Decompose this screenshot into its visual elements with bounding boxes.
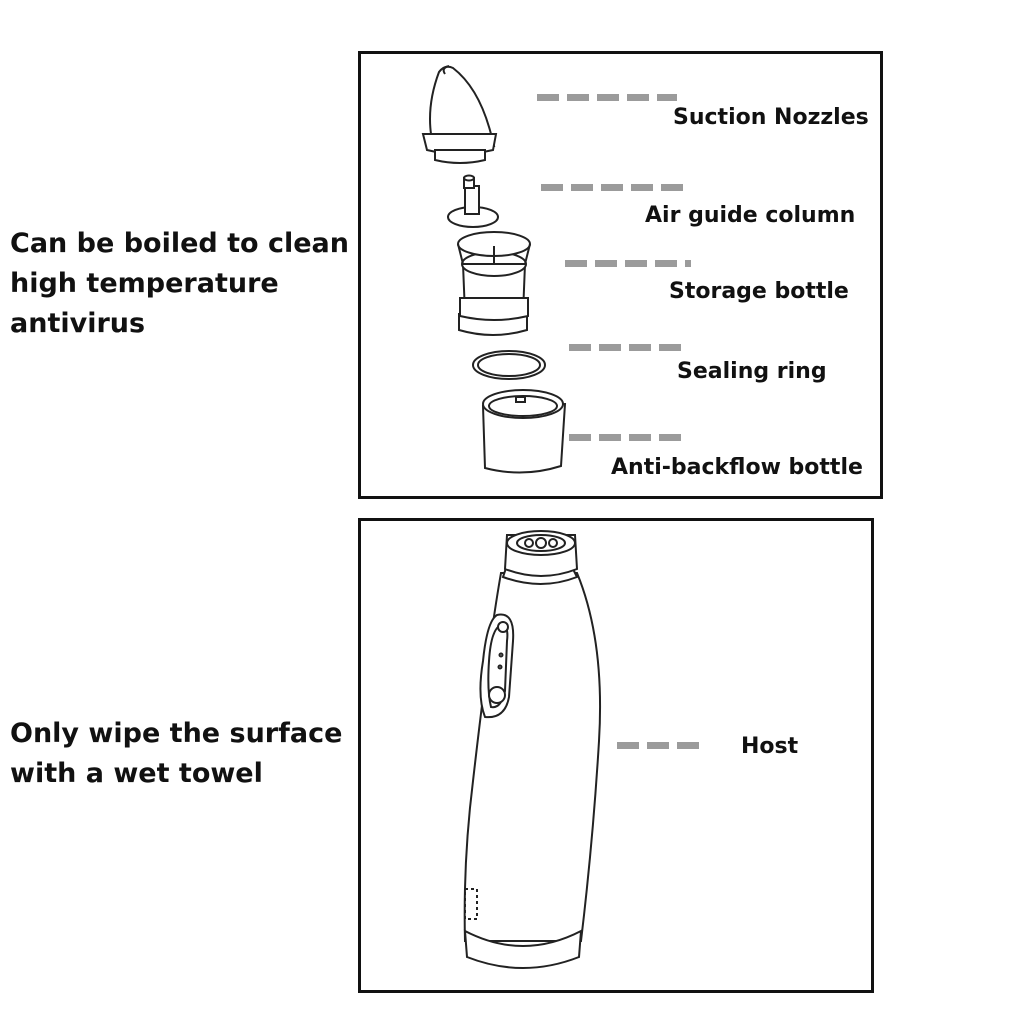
suction-nozzles-label: Suction Nozzles <box>673 105 869 130</box>
backflow-bottle-drawing <box>481 389 567 474</box>
nozzle-leader <box>537 94 677 101</box>
suction-nozzle-drawing <box>421 65 498 164</box>
sealing-ring-drawing <box>472 350 546 380</box>
air-guide-leader <box>541 184 683 191</box>
host-panel: Host <box>358 518 874 993</box>
storage-bottle-drawing <box>457 231 531 336</box>
backflow-leader <box>569 434 689 441</box>
wipe-note-line-1: Only wipe the surface <box>10 718 343 749</box>
boil-note-line-3: antivirus <box>10 308 146 339</box>
parts-panel: Suction Nozzles Air guide column Storage… <box>358 51 883 499</box>
boil-note-line-1: Can be boiled to clean <box>10 228 349 259</box>
air-guide-label: Air guide column <box>645 203 856 228</box>
storage-bottle-label: Storage bottle <box>669 279 849 304</box>
host-illustration <box>463 530 602 969</box>
air-guide-drawing <box>447 174 499 228</box>
parts-illustration <box>421 65 567 474</box>
host-label: Host <box>741 734 799 759</box>
anti-backflow-label: Anti-backflow bottle <box>611 455 863 480</box>
storage-leader <box>565 260 691 267</box>
host-leader <box>617 742 707 749</box>
sealing-ring-label: Sealing ring <box>677 359 827 384</box>
boil-clean-note: Can be boiled to clean high temperature … <box>10 224 349 344</box>
wipe-clean-note: Only wipe the surface with a wet towel <box>10 714 342 794</box>
host-body-drawing <box>463 530 602 969</box>
boil-note-line-2: high temperature <box>10 268 279 299</box>
sealing-leader <box>569 344 687 351</box>
wipe-note-line-2: with a wet towel <box>10 758 263 789</box>
